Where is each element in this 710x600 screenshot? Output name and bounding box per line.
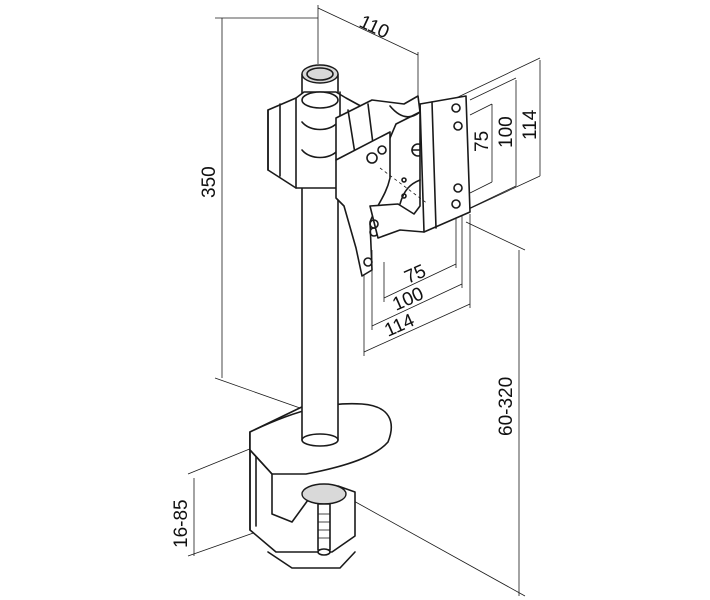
label-75-vertical: 75 [472,131,493,152]
label-110: 110 [356,11,392,43]
dimension-vesa-horizontal: 75 100 114 [363,208,471,356]
vesa-plate [369,95,471,239]
label-350: 350 [199,166,220,198]
label-114-horizontal: 114 [381,310,418,342]
label-16-85: 16-85 [171,499,192,548]
dimension-height-adjust: 60-320 [351,221,526,597]
dimension-height-350: 350 [199,17,318,409]
dimension-clamp-range: 16-85 [171,443,263,557]
dimension-vesa-vertical: 75 100 114 [455,57,541,216]
label-100-vertical: 100 [496,116,517,148]
label-60-320: 60-320 [496,377,517,436]
label-114-vertical: 114 [520,109,541,140]
